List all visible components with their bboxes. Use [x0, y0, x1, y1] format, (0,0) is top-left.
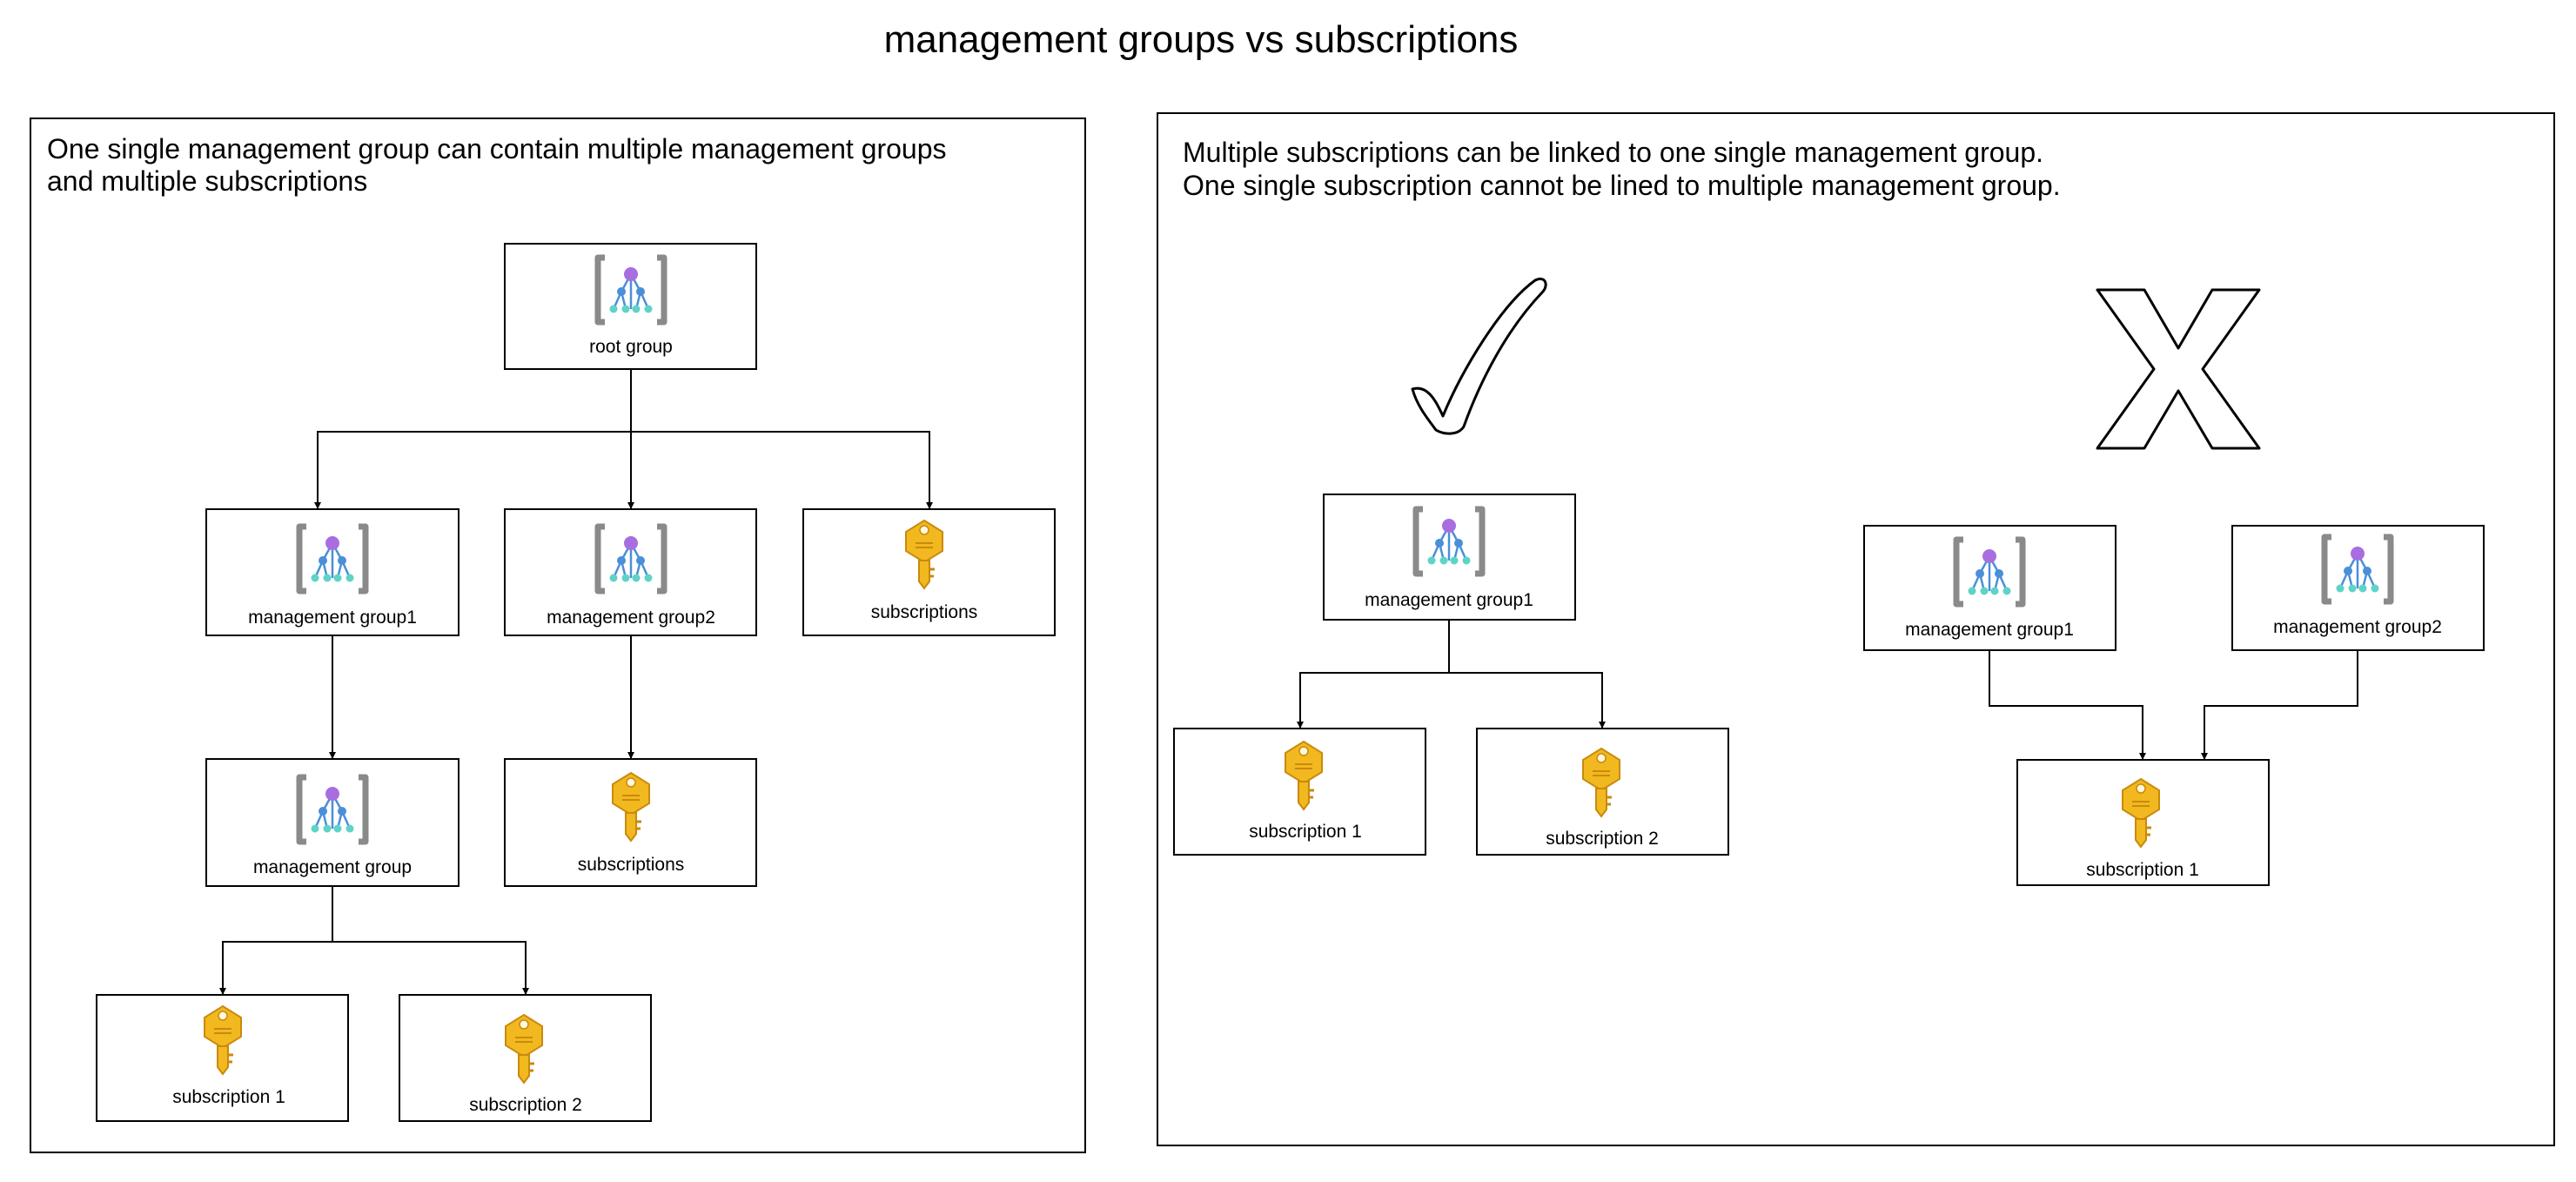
right-panel-description-line2: One single subscription cannot be lined … [1183, 170, 2061, 201]
connector-mg-to-subscription2 [332, 941, 529, 995]
node-label: management group1 [248, 608, 417, 628]
node-label: management group1 [1365, 590, 1533, 610]
page-title: management groups vs subscriptions [884, 18, 1519, 61]
left-panel-frame [30, 118, 1086, 1153]
left-panel-connectors [219, 369, 933, 995]
node-label: subscription 1 [1249, 822, 1362, 842]
node-label: subscription 2 [469, 1095, 582, 1115]
node-label: subscription 2 [1546, 829, 1659, 849]
connector-valid-mg1-to-subscription1 [1297, 620, 1450, 729]
node-label: management group2 [2273, 617, 2442, 637]
node-subscriptions-top: subscriptions [802, 508, 1056, 636]
node-subscriptions-middle: subscriptions [504, 758, 757, 887]
cross-mark-icon [2096, 288, 2261, 450]
node-label: subscriptions [871, 602, 978, 622]
connector-invalid-mg1-to-subscription1 [1989, 650, 2146, 760]
node-management-group: management group [205, 758, 460, 887]
connector-root-to-mg1 [314, 369, 632, 509]
node-root-group: root group [504, 243, 757, 370]
node-label: subscription 1 [172, 1087, 285, 1107]
node-label: management group [253, 857, 412, 877]
left-panel-description-line2: and multiple subscriptions [47, 165, 367, 197]
connector-mg-to-subscription1 [219, 886, 333, 995]
connector-invalid-mg2-to-subscription1 [2201, 650, 2358, 760]
node-valid-management-group1: management group1 [1323, 494, 1576, 621]
node-invalid-management-group1: management group1 [1863, 525, 2116, 651]
connector-valid-mg1-to-subscription2 [1449, 672, 1606, 729]
node-label: subscriptions [578, 855, 685, 875]
connector-root-to-subscriptions [631, 431, 933, 509]
right-panel-description-line1: Multiple subscriptions can be linked to … [1183, 137, 2043, 168]
node-label: management group2 [547, 608, 715, 628]
node-invalid-subscription-1: subscription 1 [2016, 759, 2270, 886]
node-label: root group [589, 337, 673, 357]
right-panel-connectors [1297, 620, 2358, 760]
node-management-group2: management group2 [504, 508, 757, 636]
node-subscription-2: subscription 2 [399, 994, 652, 1122]
node-subscription-1: subscription 1 [96, 994, 349, 1122]
node-valid-subscription-1: subscription 1 [1173, 728, 1426, 856]
node-management-group1: management group1 [205, 508, 460, 636]
node-invalid-management-group2: management group2 [2231, 525, 2485, 651]
right-panel-frame [1157, 112, 2555, 1146]
node-label: management group1 [1905, 620, 2074, 640]
node-label: subscription 1 [2086, 860, 2199, 880]
left-panel-description-line1: One single management group can contain … [47, 133, 947, 165]
check-mark-icon [1411, 278, 1547, 435]
node-valid-subscription-2: subscription 2 [1476, 728, 1729, 856]
